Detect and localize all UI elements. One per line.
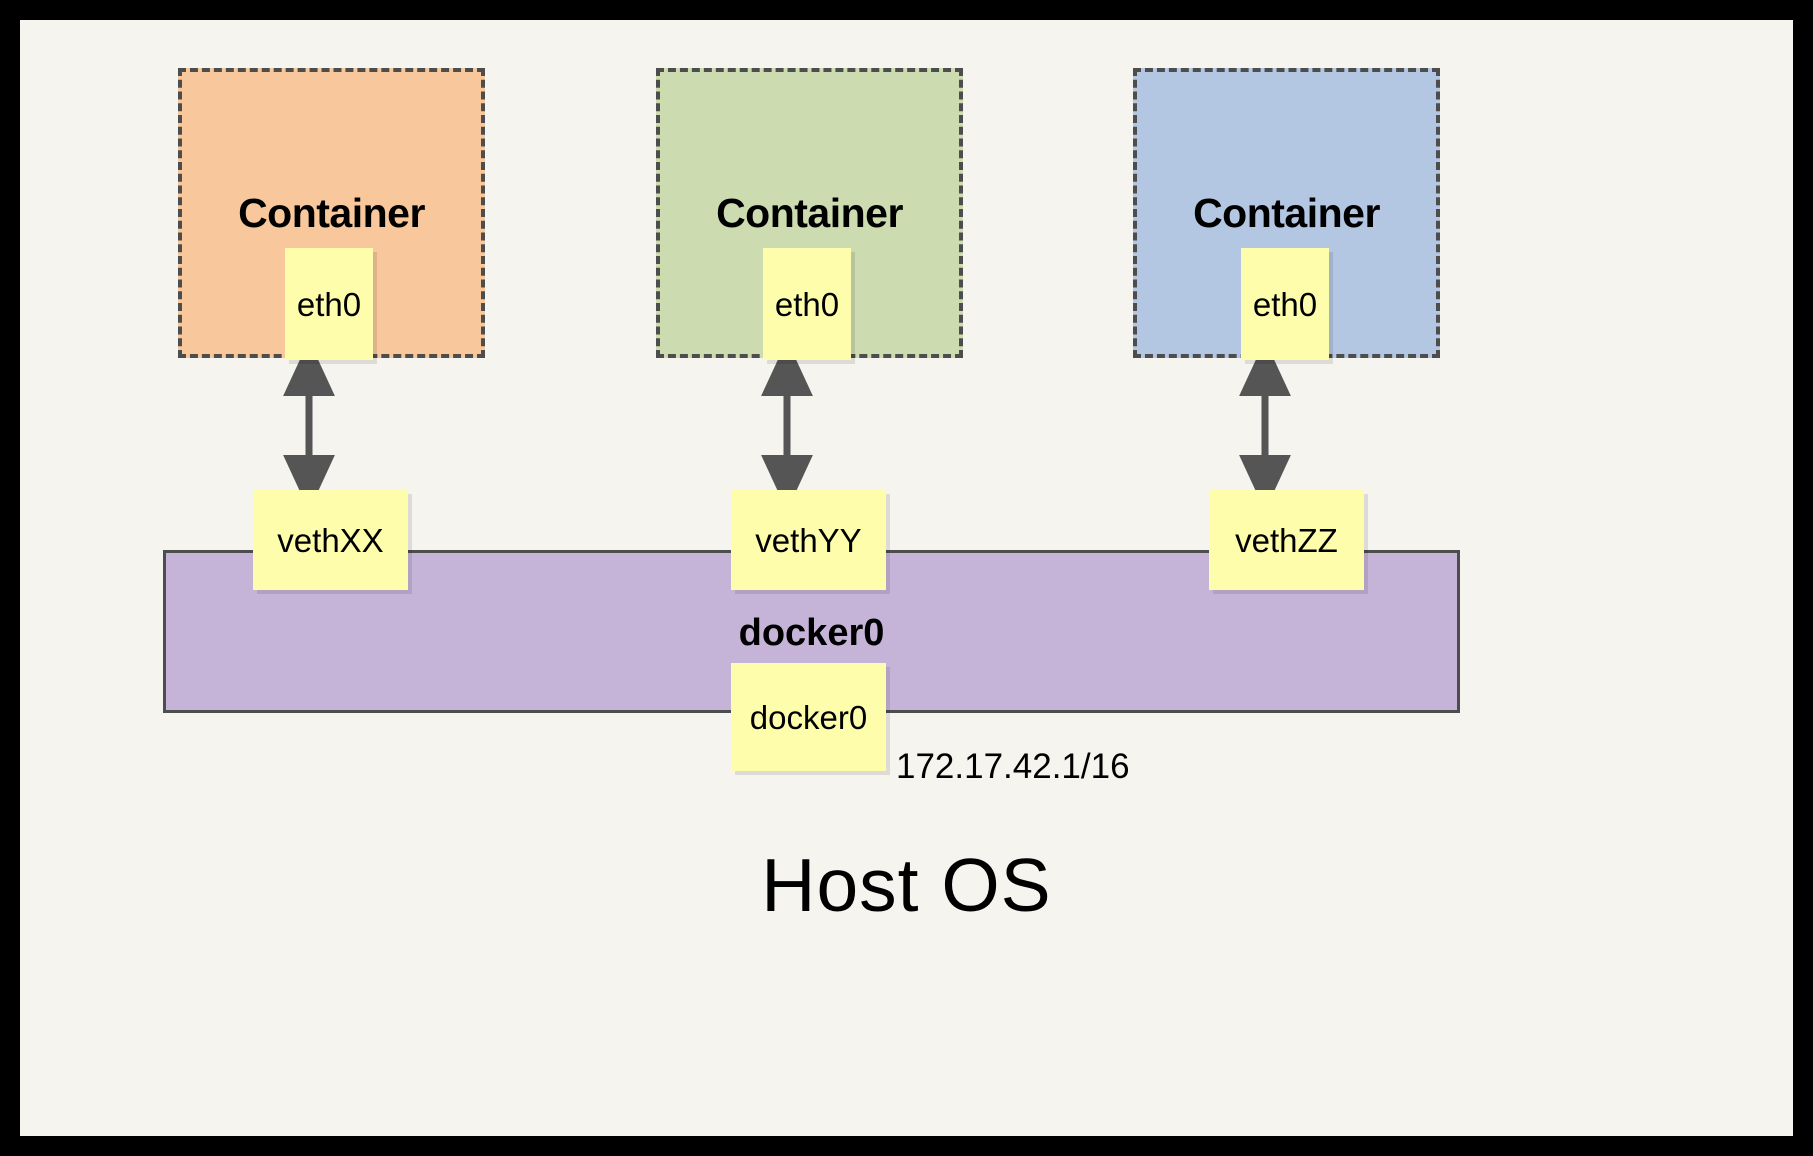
docker0-ip-address: 172.17.42.1/16	[896, 747, 1130, 786]
eth0-interface-3[interactable]: eth0	[1241, 248, 1329, 360]
docker0-bridge-label: docker0	[738, 612, 885, 654]
veth-endpoint-2[interactable]: vethYY	[731, 490, 886, 590]
eth0-interface-1[interactable]: eth0	[285, 248, 373, 360]
container-label-3: Container	[1193, 190, 1380, 236]
eth0-interface-2[interactable]: eth0	[763, 248, 851, 360]
docker0-interface-node[interactable]: docker0	[731, 663, 886, 771]
container-label-1: Container	[238, 190, 425, 236]
diagram-stage: docker0 Container eth0 Conta	[20, 20, 1793, 1136]
veth-endpoint-1[interactable]: vethXX	[253, 490, 408, 590]
host-os-label: Host OS	[761, 843, 1052, 927]
veth-endpoint-3[interactable]: vethZZ	[1209, 490, 1364, 590]
container-label-2: Container	[716, 190, 903, 236]
